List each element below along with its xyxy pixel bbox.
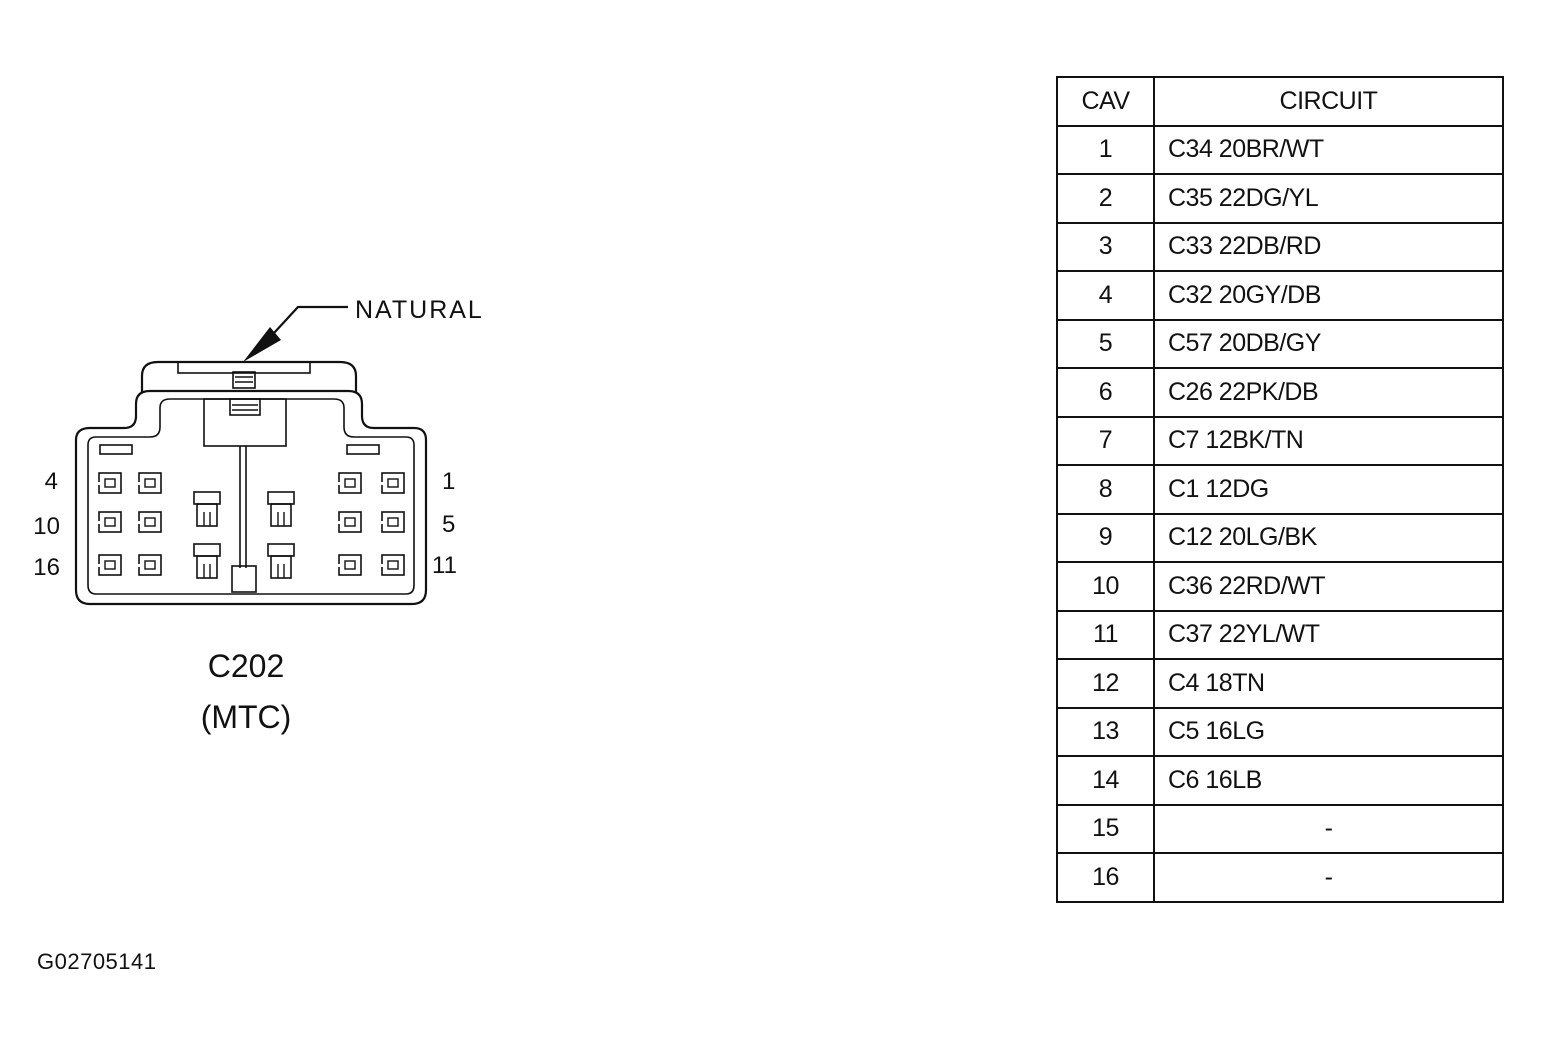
circuit-cell: C1 12DG bbox=[1153, 464, 1504, 515]
circuit-cell: C37 22YL/WT bbox=[1153, 609, 1504, 660]
cav-cell: 6 bbox=[1056, 367, 1155, 418]
color-label: NATURAL bbox=[355, 296, 484, 324]
header-circuit: CIRCUIT bbox=[1153, 76, 1504, 127]
cav-cell: 9 bbox=[1056, 512, 1155, 563]
cav-cell: 13 bbox=[1056, 706, 1155, 757]
cav-cell: 3 bbox=[1056, 221, 1155, 272]
circuit-cell: C12 20LG/BK bbox=[1153, 512, 1504, 563]
circuit-cell: C5 16LG bbox=[1153, 706, 1504, 757]
circuit-cell: C57 20DB/GY bbox=[1153, 318, 1504, 369]
circuit-cell: C4 18TN bbox=[1153, 658, 1504, 709]
cavity-small bbox=[97, 554, 122, 576]
cav-cell: 16 bbox=[1056, 852, 1155, 903]
cavity-small bbox=[337, 511, 362, 533]
circuit-cell: C36 22RD/WT bbox=[1153, 561, 1504, 612]
cavity-small bbox=[380, 472, 405, 494]
cav-cell: 11 bbox=[1056, 609, 1155, 660]
cavity-small bbox=[337, 554, 362, 576]
connector-c202 bbox=[74, 360, 428, 606]
cavity-small bbox=[97, 472, 122, 494]
circuit-cell: - bbox=[1153, 852, 1504, 903]
cavity-small bbox=[137, 554, 162, 576]
cav-cell: 8 bbox=[1056, 464, 1155, 515]
cavity-small bbox=[380, 554, 405, 576]
pin-label-4: 4 bbox=[45, 468, 58, 495]
cav-cell: 10 bbox=[1056, 561, 1155, 612]
pin-label-11: 11 bbox=[432, 552, 457, 579]
cav-cell: 15 bbox=[1056, 803, 1155, 854]
cav-cell: 12 bbox=[1056, 658, 1155, 709]
cavity-large bbox=[193, 543, 221, 579]
pin-label-5: 5 bbox=[442, 511, 455, 538]
circuit-cell: C34 20BR/WT bbox=[1153, 124, 1504, 175]
circuit-cell: C35 22DG/YL bbox=[1153, 173, 1504, 224]
cavity-small bbox=[380, 511, 405, 533]
table-row: 16- bbox=[1056, 852, 1504, 903]
cavity-grid bbox=[97, 472, 405, 579]
cavity-small bbox=[137, 511, 162, 533]
pin-label-1: 1 bbox=[442, 468, 455, 495]
cav-cell: 14 bbox=[1056, 755, 1155, 806]
circuit-cell: C7 12BK/TN bbox=[1153, 415, 1504, 466]
circuit-cell: C33 22DB/RD bbox=[1153, 221, 1504, 272]
connector-subtitle: (MTC) bbox=[201, 699, 292, 735]
cavity-large bbox=[267, 491, 295, 527]
figure-id: G02705141 bbox=[37, 949, 157, 974]
cav-cell: 1 bbox=[1056, 124, 1155, 175]
header-cav: CAV bbox=[1056, 76, 1155, 127]
cav-cell: 5 bbox=[1056, 318, 1155, 369]
cavity-small bbox=[337, 472, 362, 494]
cavity-large bbox=[193, 491, 221, 527]
arrow-icon bbox=[243, 305, 348, 362]
cavity-small bbox=[137, 472, 162, 494]
cavity-small bbox=[97, 511, 122, 533]
table-row: 15- bbox=[1056, 803, 1504, 854]
cav-cell: 7 bbox=[1056, 415, 1155, 466]
circuit-cell: C26 22PK/DB bbox=[1153, 367, 1504, 418]
pin-label-10: 10 bbox=[33, 513, 60, 540]
circuit-cell: C32 20GY/DB bbox=[1153, 270, 1504, 321]
circuit-cell: C6 16LB bbox=[1153, 755, 1504, 806]
table-header-row: CAV CIRCUIT bbox=[1056, 76, 1504, 127]
cavity-large bbox=[267, 543, 295, 579]
circuit-cell: - bbox=[1153, 803, 1504, 854]
cav-cell: 2 bbox=[1056, 173, 1155, 224]
pin-label-16: 16 bbox=[33, 554, 60, 581]
connector-name: C202 bbox=[208, 648, 285, 684]
cav-cell: 4 bbox=[1056, 270, 1155, 321]
